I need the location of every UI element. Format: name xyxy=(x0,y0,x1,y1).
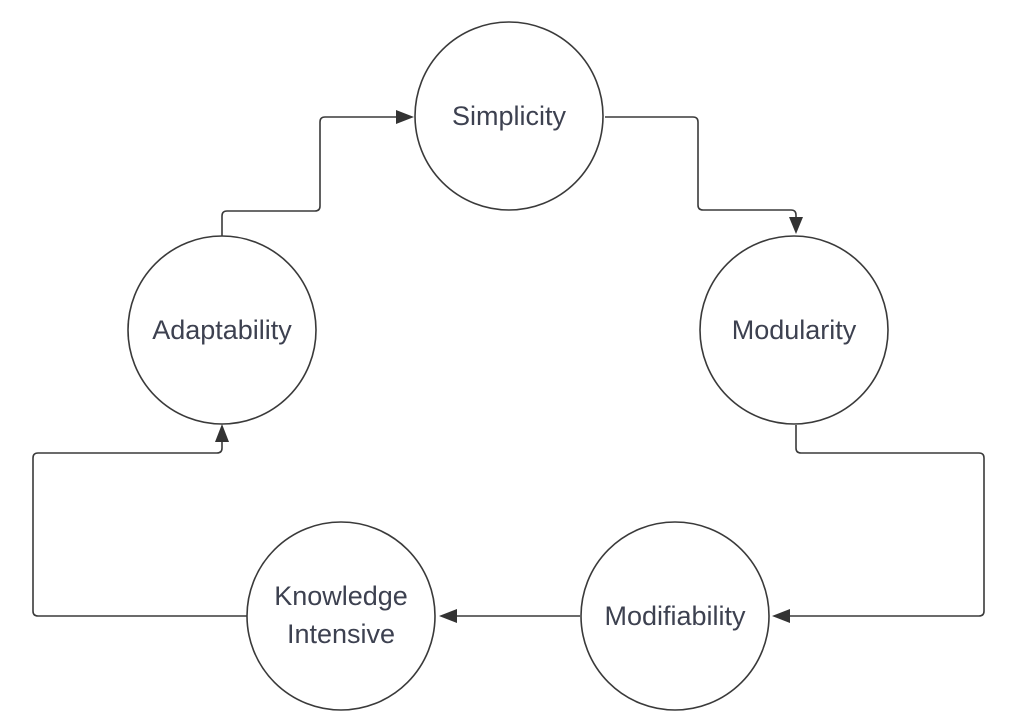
node-simplicity: Simplicity xyxy=(414,21,604,211)
edge-simplicity-to-modularity xyxy=(605,116,797,219)
arrowhead-into-adaptability xyxy=(215,424,229,442)
node-modifiability: Modifiability xyxy=(580,521,770,711)
arrowhead-into-modularity xyxy=(789,217,803,234)
edge-adaptability-to-simplicity xyxy=(221,116,398,237)
edge-knowledge-intensive-to-adaptability xyxy=(32,440,247,617)
node-adaptability-label: Adaptability xyxy=(152,315,292,345)
node-modularity: Modularity xyxy=(699,235,889,425)
node-simplicity-label: Simplicity xyxy=(452,101,567,131)
arrowhead-into-knowledge-intensive xyxy=(439,609,457,623)
node-modifiability-label: Modifiability xyxy=(604,601,746,631)
node-modularity-label: Modularity xyxy=(732,315,857,345)
arrowhead-into-simplicity xyxy=(396,110,414,124)
arrowhead-into-modifiability xyxy=(772,609,790,623)
edge-modularity-to-modifiability xyxy=(788,425,985,617)
node-knowledge-intensive-label-line1: Knowledge xyxy=(274,581,408,611)
node-knowledge-intensive-label-line2: Intensive xyxy=(287,619,395,649)
node-adaptability: Adaptability xyxy=(127,235,317,425)
node-knowledge-intensive: Knowledge Intensive xyxy=(246,521,436,711)
